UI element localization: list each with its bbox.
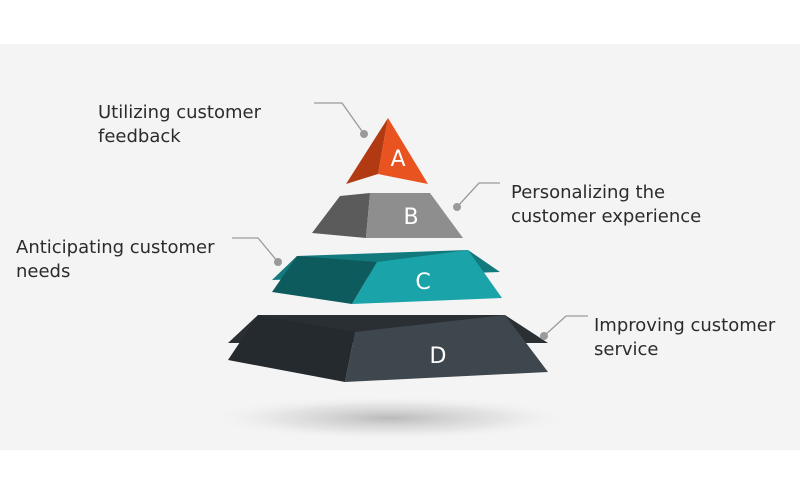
tier-c-side-face (272, 256, 377, 304)
callout-tier-d-line-2: service (594, 339, 659, 360)
tier-d-letter: D (430, 344, 447, 369)
tier-d-front-face (345, 315, 548, 382)
callout-tier-b: Personalizing the customer experience (511, 181, 701, 229)
tier-a-letter: A (390, 147, 405, 172)
callout-tier-c: Anticipating customer needs (16, 236, 215, 284)
connector-d (540, 315, 588, 340)
connector-a (314, 102, 368, 138)
connector-c (232, 237, 282, 266)
tier-c-letter: C (415, 270, 430, 295)
tier-a-side-face (346, 118, 388, 184)
callout-tier-d-line-1: Improving customer (594, 315, 776, 336)
tier-c-front-face (352, 250, 502, 304)
pyramid-tier-c: C (272, 250, 502, 304)
tier-b-front-face (366, 193, 463, 238)
callout-tier-c-line-2: needs (16, 261, 71, 282)
connector-b (453, 182, 500, 211)
callout-tier-a-line-2: feedback (98, 126, 181, 147)
callout-tier-b-line-1: Personalizing the (511, 182, 666, 203)
callout-tier-d: Improving customer service (594, 314, 775, 362)
callout-tier-a-line-1: Utilizing customer (98, 102, 262, 123)
pyramid-tier-b: B (312, 193, 463, 238)
diagram-background (0, 44, 800, 450)
callout-tier-c-line-1: Anticipating customer (16, 237, 215, 258)
tier-b-side-face (312, 193, 370, 238)
tier-b-letter: B (403, 205, 418, 230)
pyramid-shadow (205, 396, 575, 440)
tier-a-front-face (378, 118, 428, 184)
callout-tier-a: Utilizing customer feedback (98, 101, 261, 149)
tier-d-side-face (228, 315, 355, 382)
callout-tier-b-line-2: customer experience (511, 206, 702, 227)
pyramid-tier-a: A (346, 118, 428, 184)
callout-connectors (232, 102, 588, 340)
pyramid-tier-d: D (228, 315, 548, 382)
